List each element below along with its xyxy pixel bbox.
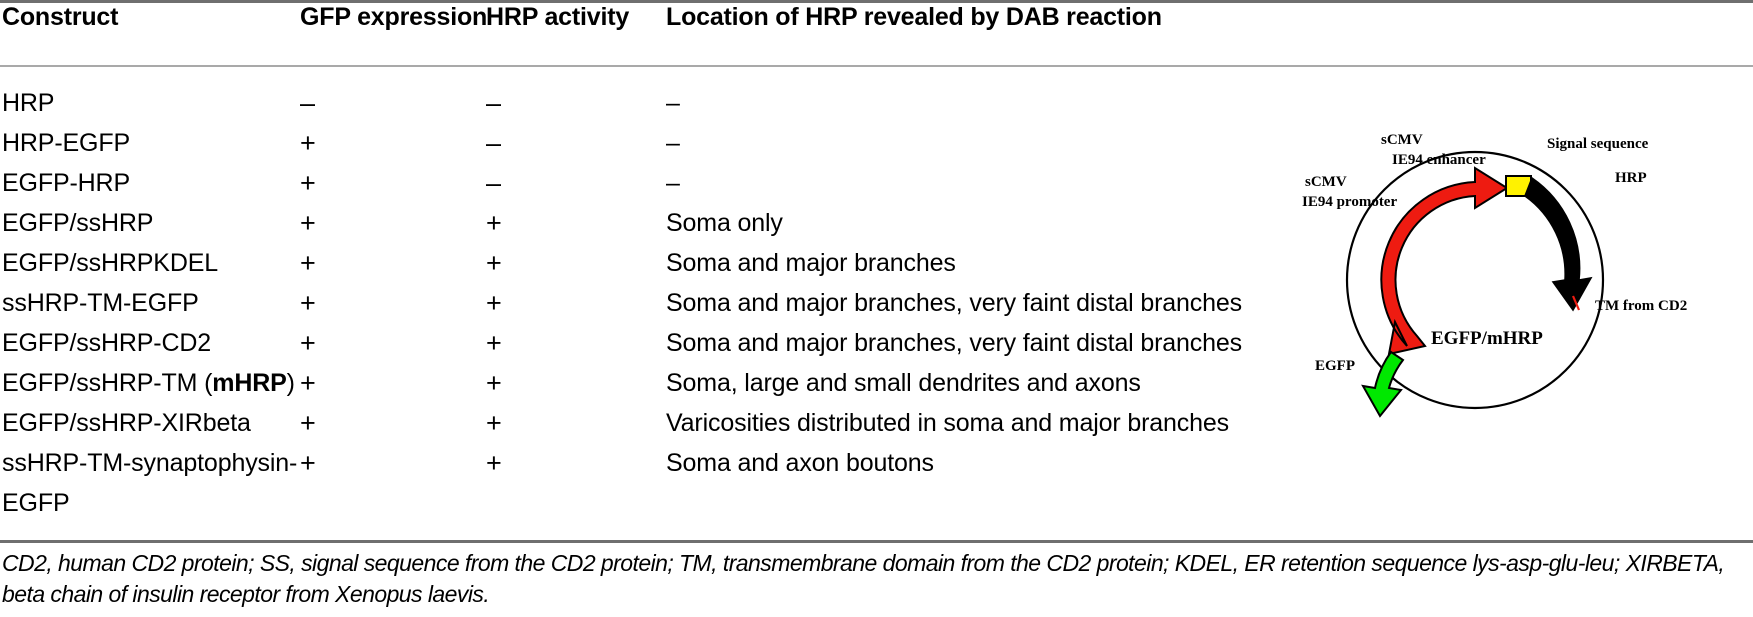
construct-text-line2: EGFP bbox=[2, 489, 70, 517]
column-header-location: Location of HRP revealed by DAB reaction bbox=[666, 3, 1162, 31]
cell-location: Soma and major branches, very faint dist… bbox=[666, 289, 1242, 317]
cell-gfp-expression: + bbox=[300, 288, 316, 318]
column-header-hrp-activity: HRP activity bbox=[486, 3, 630, 31]
table-bottom-rule bbox=[0, 540, 1753, 543]
table-row: ssHRP-TM-EGFP + + Soma and major branche… bbox=[0, 283, 1753, 323]
cell-construct: HRP-EGFP bbox=[2, 129, 130, 157]
cell-hrp-activity: + bbox=[486, 288, 502, 318]
table-row: EGFP/ssHRP-TM (mHRP) + + Soma, large and… bbox=[0, 363, 1753, 403]
cell-gfp-expression: + bbox=[300, 328, 316, 358]
header-row: Construct GFP expression HRP activity Lo… bbox=[0, 1, 1753, 66]
table-row: EGFP/ssHRP-CD2 + + Soma and major branch… bbox=[0, 323, 1753, 363]
cell-gfp-expression: + bbox=[300, 168, 316, 198]
cell-gfp-expression: + bbox=[300, 408, 316, 438]
cell-gfp-expression: + bbox=[300, 208, 316, 238]
column-header-gfp-expression: GFP expression bbox=[300, 3, 488, 31]
cell-hrp-activity: + bbox=[486, 328, 502, 358]
table-body: HRP – – – HRP-EGFP + – – EGFP-HRP + – – … bbox=[0, 66, 1753, 523]
column-header-construct: Construct bbox=[2, 3, 119, 31]
cell-location: Soma only bbox=[666, 209, 783, 237]
cell-location: Soma and axon boutons bbox=[666, 449, 934, 477]
cell-location: Varicosities distributed in soma and maj… bbox=[666, 409, 1229, 437]
table-row: EGFP/ssHRPKDEL + + Soma and major branch… bbox=[0, 243, 1753, 283]
cell-gfp-expression: + bbox=[300, 448, 316, 478]
cell-location: Soma and major branches bbox=[666, 249, 956, 277]
cell-construct: HRP bbox=[2, 89, 55, 117]
cell-location: Soma and major branches, very faint dist… bbox=[666, 329, 1242, 357]
table-header: Construct GFP expression HRP activity Lo… bbox=[0, 1, 1753, 66]
table-row: EGFP-HRP + – – bbox=[0, 163, 1753, 203]
construct-bold-alias: mHRP bbox=[212, 369, 287, 397]
cell-hrp-activity: + bbox=[486, 408, 502, 438]
cell-gfp-expression: – bbox=[300, 88, 315, 118]
cell-hrp-activity: – bbox=[486, 88, 501, 118]
construct-text: EGFP/ssHRP-TM ( bbox=[2, 369, 213, 397]
table-row: HRP-EGFP + – – bbox=[0, 123, 1753, 163]
cell-construct: EGFP/ssHRPKDEL bbox=[2, 249, 219, 277]
cell-location: – bbox=[666, 129, 680, 157]
construct-suffix: ) bbox=[286, 369, 295, 397]
cell-hrp-activity: – bbox=[486, 168, 501, 198]
cell-construct: ssHRP-TM-synaptophysin- EGFP bbox=[0, 443, 300, 523]
cell-hrp-activity: + bbox=[486, 448, 502, 478]
table-row: ssHRP-TM-synaptophysin- EGFP + + Soma and… bbox=[0, 443, 1753, 523]
cell-construct: EGFP/ssHRP-TM (mHRP) bbox=[0, 363, 300, 403]
cell-construct: EGFP/ssHRP-CD2 bbox=[2, 329, 212, 357]
cell-location: Soma, large and small dendrites and axon… bbox=[666, 369, 1141, 397]
cell-location: – bbox=[666, 89, 680, 117]
cell-gfp-expression: + bbox=[300, 128, 316, 158]
cell-construct: EGFP/ssHRP-XIRbeta bbox=[2, 409, 251, 437]
cell-hrp-activity: + bbox=[486, 248, 502, 278]
table-row: EGFP/ssHRP + + Soma only bbox=[0, 203, 1753, 243]
cell-construct: EGFP/ssHRP bbox=[2, 209, 154, 237]
footnote-line-2: XIRBETA, beta chain of insulin receptor … bbox=[2, 550, 1725, 607]
construct-text: ssHRP-TM-synaptophysin- bbox=[2, 449, 298, 477]
cell-location: – bbox=[666, 169, 680, 197]
cell-gfp-expression: + bbox=[300, 248, 316, 278]
table-row: EGFP/ssHRP-XIRbeta + + Varicosities dist… bbox=[0, 403, 1753, 443]
cell-hrp-activity: + bbox=[486, 368, 502, 398]
table-row: HRP – – – bbox=[0, 66, 1753, 123]
constructs-table: Construct GFP expression HRP activity Lo… bbox=[0, 1, 1753, 523]
cell-hrp-activity: – bbox=[486, 128, 501, 158]
table-footnote: CD2, human CD2 protein; SS, signal seque… bbox=[2, 548, 1753, 610]
footnote-line-1: CD2, human CD2 protein; SS, signal seque… bbox=[2, 550, 1620, 576]
cell-construct: ssHRP-TM-EGFP bbox=[2, 289, 199, 317]
cell-construct: EGFP-HRP bbox=[2, 169, 130, 197]
cell-hrp-activity: + bbox=[486, 208, 502, 238]
cell-gfp-expression: + bbox=[300, 368, 316, 398]
